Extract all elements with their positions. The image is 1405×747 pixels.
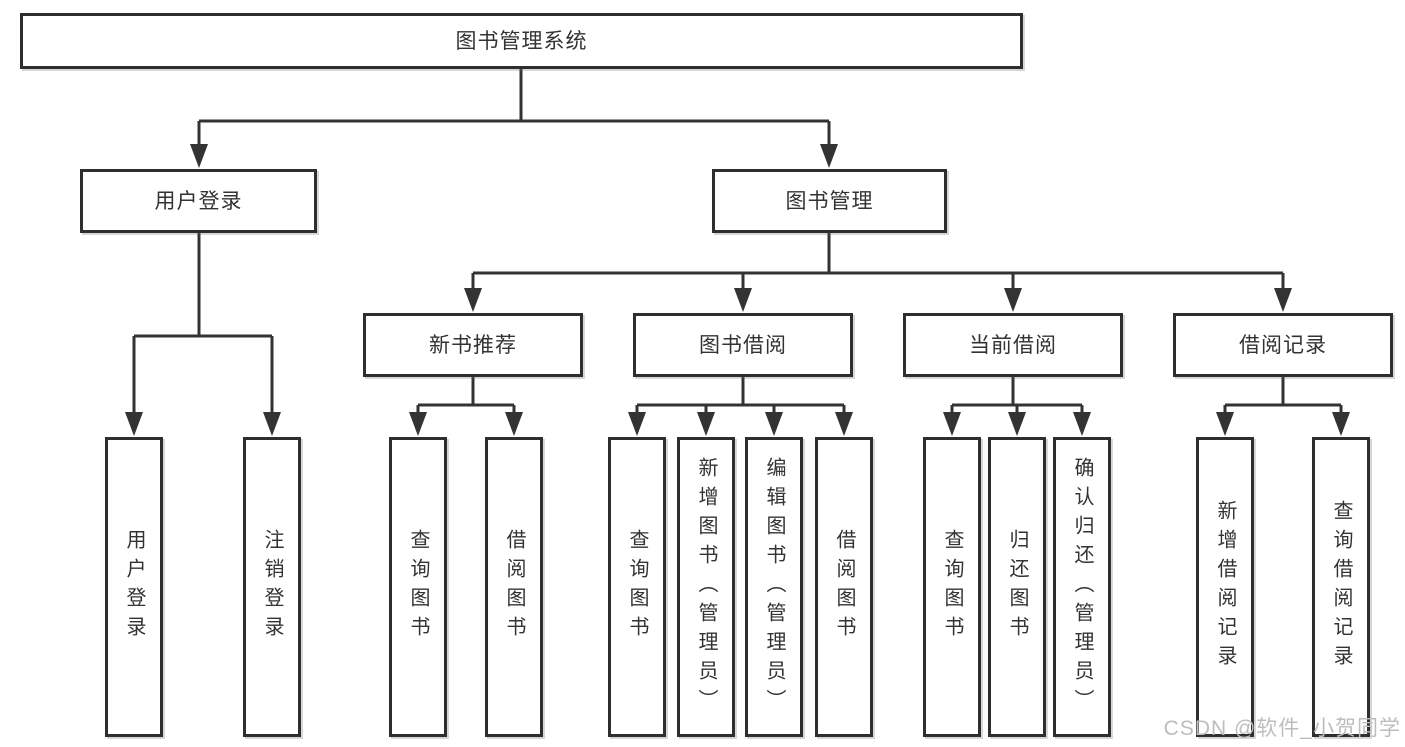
arrowhead-icon <box>697 412 715 436</box>
node-leaf-return-books: 归还图书 <box>988 437 1046 737</box>
arrowhead-icon <box>943 412 961 436</box>
arrowhead-icon <box>1216 412 1234 436</box>
node-user-login-module: 用户登录 <box>80 169 317 233</box>
node-leaf-query-books-borrowing: 查询图书 <box>608 437 666 737</box>
arrowhead-icon <box>1274 288 1292 312</box>
node-book-borrowing: 图书借阅 <box>633 313 853 377</box>
node-new-book-recommendation: 新书推荐 <box>363 313 583 377</box>
node-leaf-query-books-recommend: 查询图书 <box>389 437 447 737</box>
arrowhead-icon <box>820 144 838 168</box>
node-leaf-query-borrow-record: 查询借阅记录 <box>1312 437 1370 737</box>
arrowhead-icon <box>263 412 281 436</box>
arrowhead-icon <box>125 412 143 436</box>
arrowhead-icon <box>734 288 752 312</box>
node-leaf-add-books-admin: 新增图书（管理员） <box>677 437 735 737</box>
node-leaf-borrow-books-recommend: 借阅图书 <box>485 437 543 737</box>
arrowhead-icon <box>765 412 783 436</box>
node-leaf-borrow-books: 借阅图书 <box>815 437 873 737</box>
arrowhead-icon <box>190 144 208 168</box>
node-leaf-logout: 注销登录 <box>243 437 301 737</box>
node-library-management-system: 图书管理系统 <box>20 13 1023 69</box>
node-leaf-user-login: 用户登录 <box>105 437 163 737</box>
arrowhead-icon <box>1008 412 1026 436</box>
arrowhead-icon <box>464 288 482 312</box>
watermark: CSDN @软件_小贺同学 <box>1163 717 1401 740</box>
node-leaf-confirm-return-admin: 确认归还（管理员） <box>1053 437 1111 737</box>
node-book-management-module: 图书管理 <box>712 169 947 233</box>
node-leaf-query-books-current: 查询图书 <box>923 437 981 737</box>
node-leaf-edit-books-admin: 编辑图书（管理员） <box>745 437 803 737</box>
arrowhead-icon <box>1332 412 1350 436</box>
arrowhead-icon <box>628 412 646 436</box>
arrowhead-icon <box>409 412 427 436</box>
node-leaf-add-borrow-record: 新增借阅记录 <box>1196 437 1254 737</box>
arrowhead-icon <box>835 412 853 436</box>
arrowhead-icon <box>505 412 523 436</box>
arrowhead-icon <box>1004 288 1022 312</box>
arrowhead-icon <box>1073 412 1091 436</box>
node-current-borrowing: 当前借阅 <box>903 313 1123 377</box>
node-borrowing-records: 借阅记录 <box>1173 313 1393 377</box>
